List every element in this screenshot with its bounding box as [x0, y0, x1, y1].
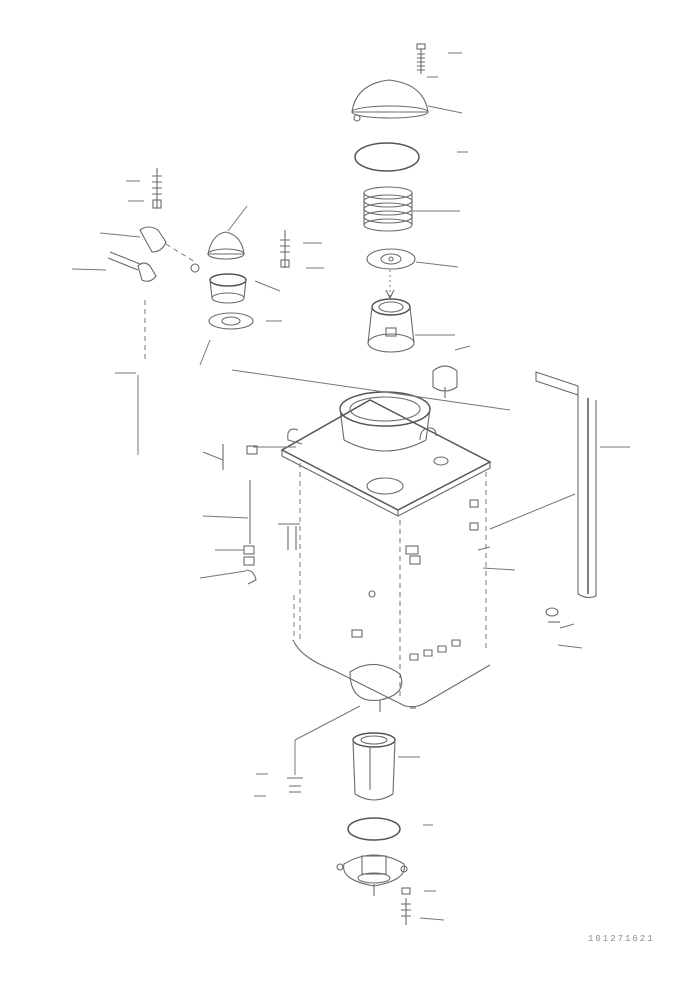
- spring: [363, 186, 413, 232]
- callout-leader: [199, 570, 247, 579]
- callout-leader: [231, 369, 511, 411]
- bottom-bolt-small: [401, 887, 411, 925]
- callout-leader: [482, 567, 516, 571]
- side-bracket: [287, 428, 303, 445]
- callout-leader: [294, 705, 361, 741]
- dome-cap: [351, 79, 429, 122]
- body-fittings: [351, 499, 479, 661]
- elbow-fitting: [107, 226, 167, 282]
- bracket-clip: [278, 523, 300, 550]
- callout-leader: [427, 105, 463, 114]
- filter-element-housing: [367, 298, 415, 353]
- filler-neck: [339, 391, 431, 452]
- callout-leader: [254, 280, 281, 292]
- breather-valve: [432, 365, 458, 398]
- callout-leader: [489, 493, 576, 530]
- small-bolt-mid: [280, 230, 290, 268]
- tank-top-plate: [280, 399, 492, 517]
- connector-line: [165, 243, 196, 263]
- small-cap: [190, 231, 245, 273]
- bottom-flange: [336, 854, 408, 896]
- callout-leader: [454, 345, 471, 351]
- valve-disc: [366, 248, 416, 270]
- bottom-bolt: [287, 777, 303, 793]
- strainer-cylinder: [352, 732, 396, 801]
- small-bolt-left: [152, 168, 162, 209]
- down-arrow: [385, 289, 395, 300]
- callout-leader: [71, 268, 107, 271]
- gasket-plate: [208, 312, 254, 330]
- tank-body: [292, 463, 491, 712]
- callout-leader: [99, 232, 141, 238]
- callout-leader: [419, 917, 445, 921]
- o-ring-top: [354, 142, 420, 172]
- callout-leader: [477, 546, 491, 551]
- callout-leader: [227, 205, 248, 232]
- callout-leader: [202, 451, 224, 461]
- top-bolt: [416, 43, 426, 74]
- flange-adapter: [209, 273, 247, 304]
- drain-plug-right: [545, 607, 560, 623]
- callout-leader: [415, 261, 459, 268]
- sight-gauge: [535, 371, 597, 599]
- hook-fitting: [419, 427, 449, 466]
- o-ring-bottom: [347, 817, 401, 841]
- drawing-code: 101271621: [588, 934, 655, 944]
- port-cover: [366, 477, 404, 495]
- callout-leader: [199, 339, 211, 366]
- callout-leader: [557, 644, 583, 649]
- callout-leader: [559, 623, 575, 629]
- callout-leader: [202, 515, 249, 519]
- side-hose: [222, 444, 258, 585]
